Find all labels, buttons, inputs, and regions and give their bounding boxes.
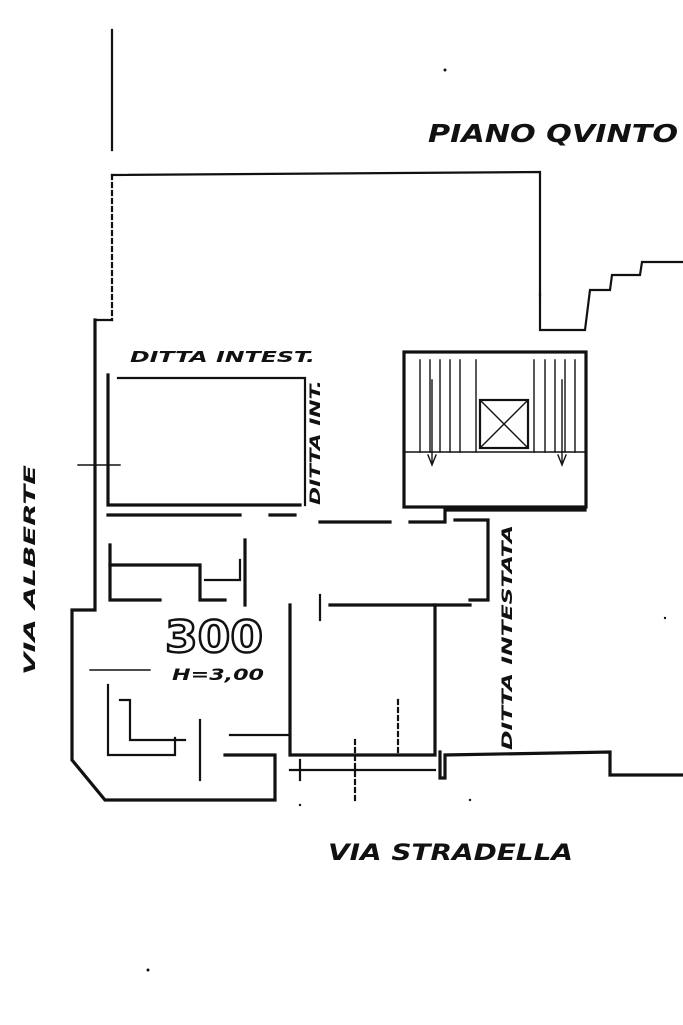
street-left-label: VIA ALBERTE [20,465,39,675]
adjacent-owner-right: DITTA INTESTATA [500,525,516,750]
apartment-walls [70,318,683,802]
adjacent-owner-top: DITTA INTEST. [130,348,315,366]
adjacent-owner-inner: DITTA INT. [308,380,324,505]
ceiling-height: H=3,00 [172,665,264,684]
floor-label: PIANO QVINTO [428,119,678,148]
stairwell [402,350,588,509]
scan-specks [146,68,667,972]
street-bottom-label: VIA STRADELLA [328,841,573,866]
unit-number: 300 [165,612,263,663]
block-boundary [93,28,683,332]
